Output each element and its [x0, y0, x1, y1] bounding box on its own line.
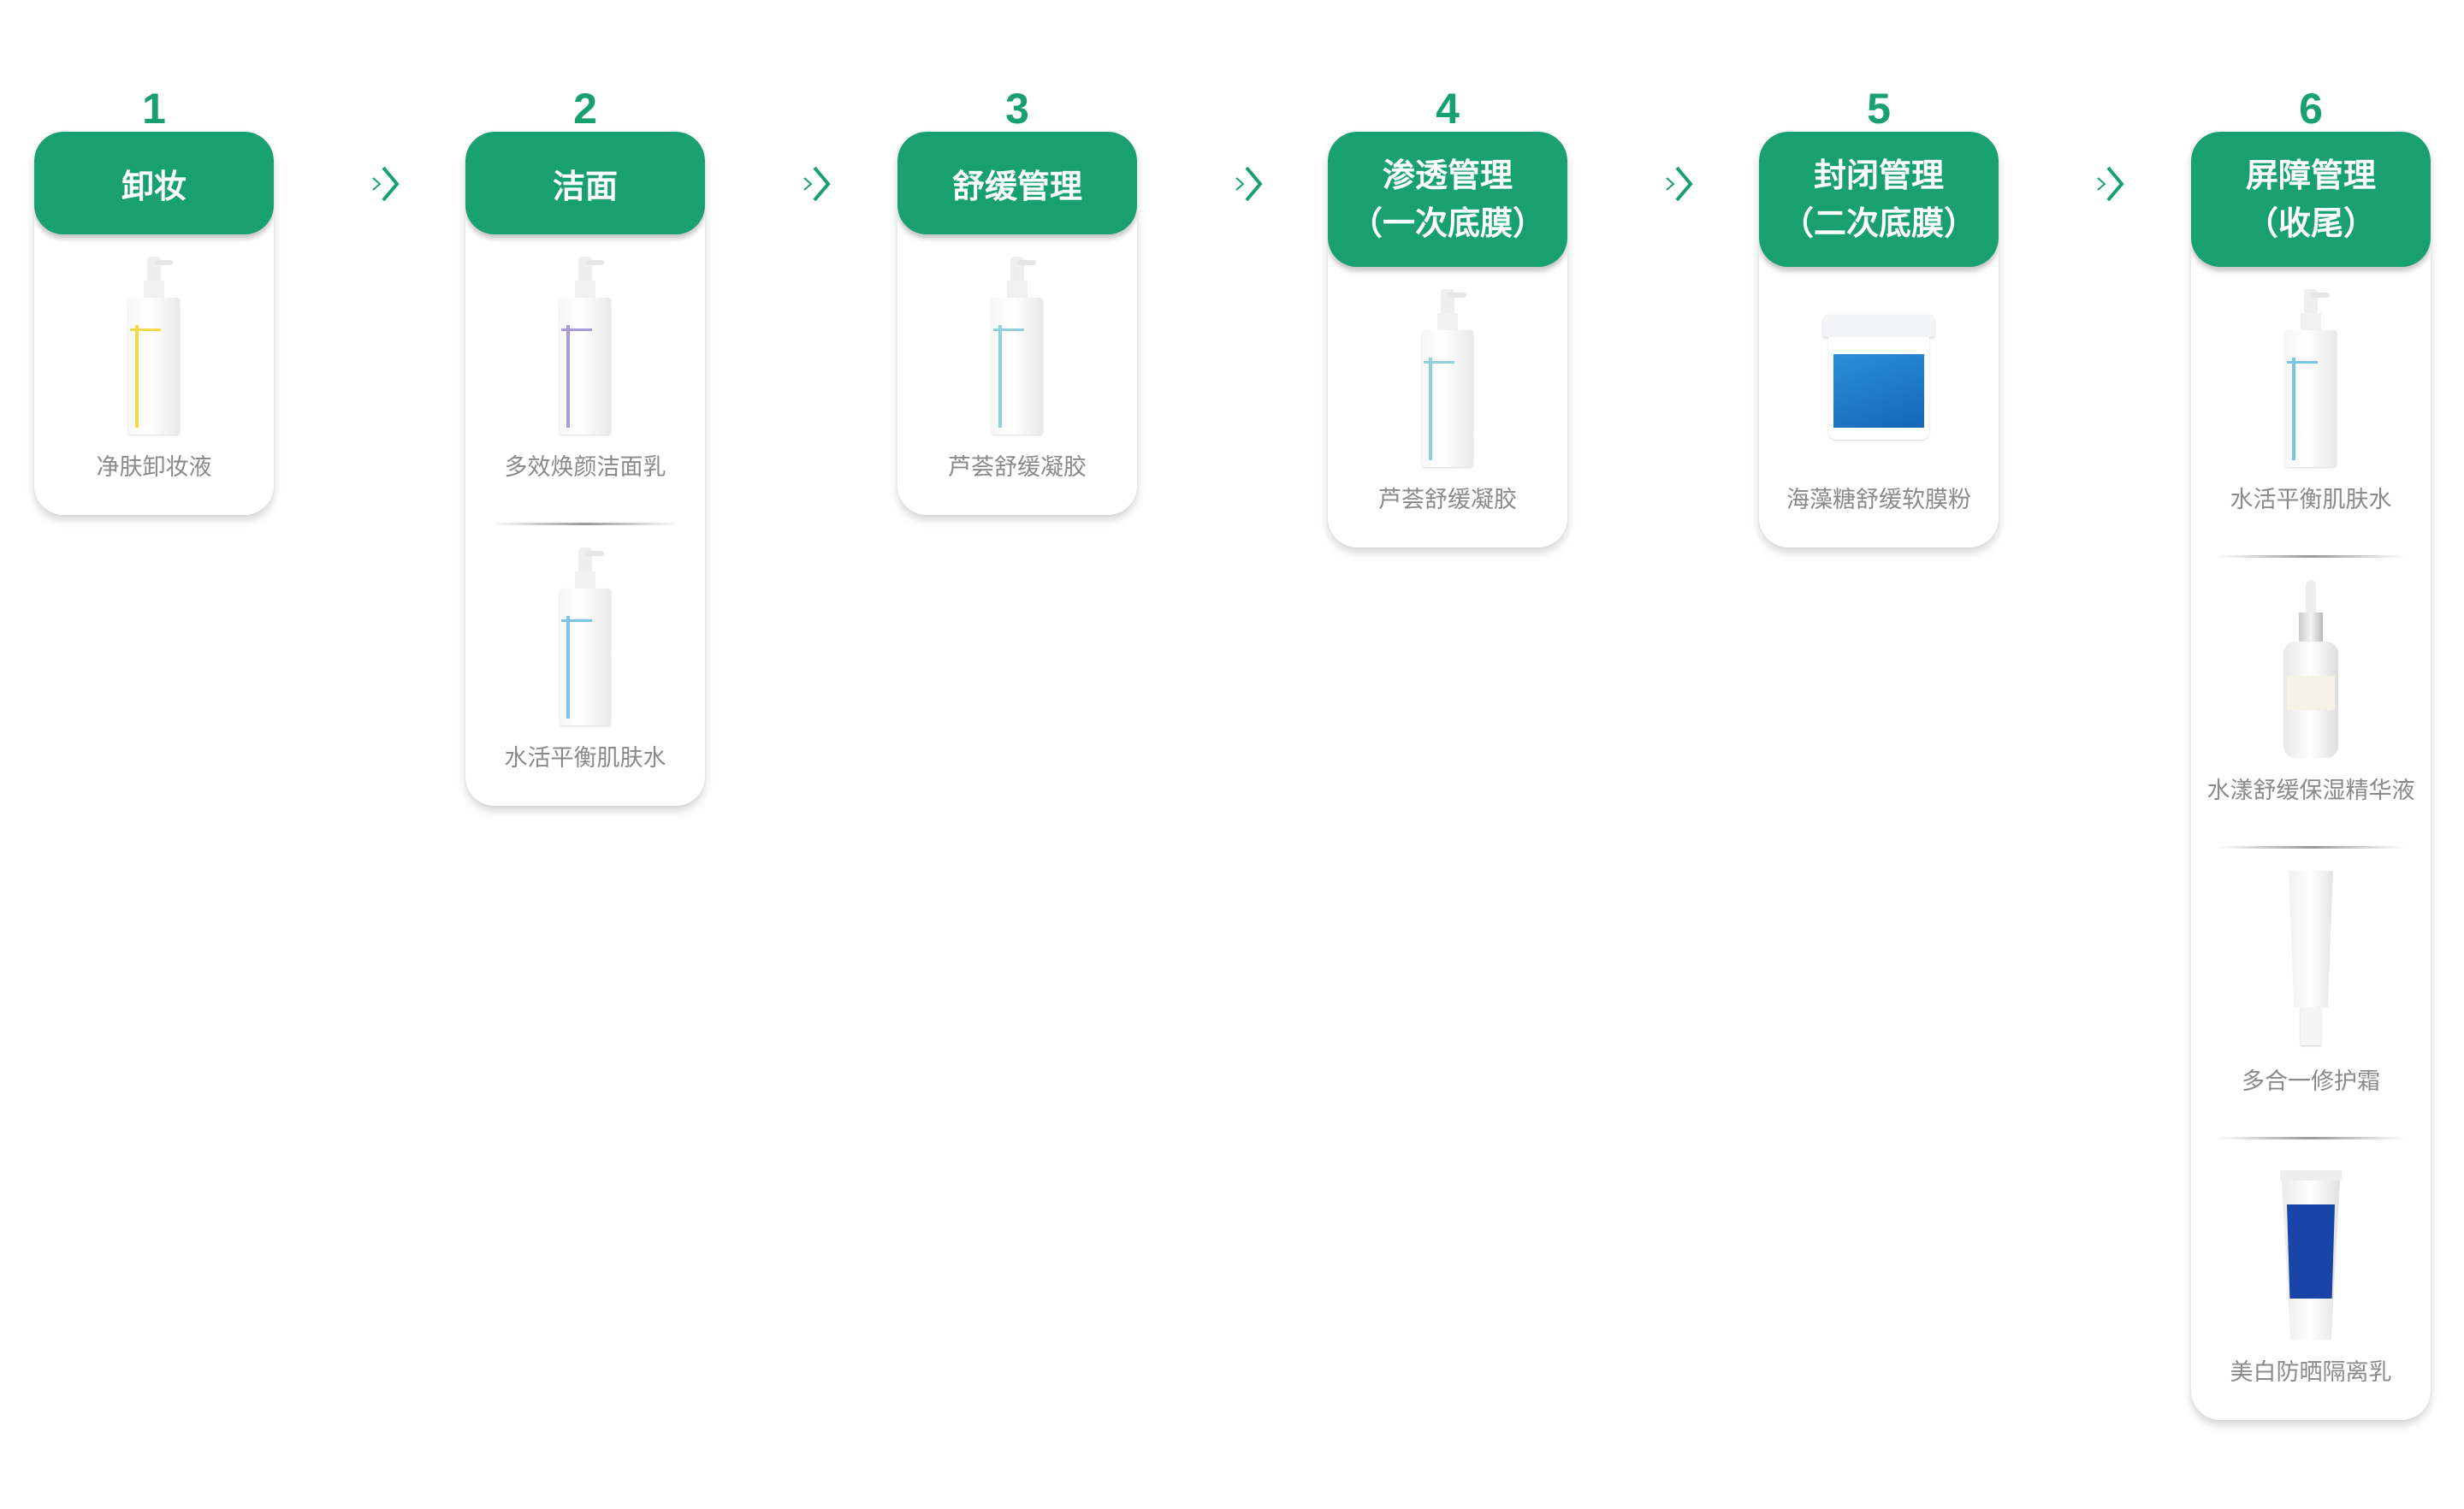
powder-tub-icon — [1759, 289, 1999, 469]
pump-bottle-purple-icon — [465, 257, 705, 436]
pump-bottle-blue-icon — [2191, 289, 2431, 469]
double-chevron-right-icon — [1231, 163, 1269, 205]
product-item: 芦荟舒缓凝胶 — [1328, 267, 1567, 547]
step-header: 屏障管理 （收尾） — [2191, 132, 2431, 267]
product-item: 芦荟舒缓凝胶 — [897, 234, 1137, 515]
divider — [2217, 1137, 2405, 1139]
step-number: 5 — [1867, 85, 1891, 133]
product-item: 多合一修护霜 — [2191, 849, 2431, 1139]
step-card: 洁面多效焕颜洁面乳水活平衡肌肤水 — [465, 132, 705, 806]
step-title-line: 屏障管理 — [2245, 157, 2376, 194]
step-header: 舒缓管理 — [897, 132, 1137, 234]
product-name: 海藻糖舒缓软膜粉 — [1786, 487, 1971, 513]
product-name: 芦荟舒缓凝胶 — [1378, 487, 1517, 513]
step-title-line: 渗透管理 — [1382, 157, 1513, 194]
step-header: 卸妆 — [34, 132, 274, 234]
step-number: 3 — [1005, 85, 1029, 133]
product-item: 美白防晒隔离乳 — [2191, 1139, 2431, 1420]
step-title-line: （二次底膜） — [1780, 204, 1976, 242]
divider — [491, 523, 679, 525]
double-chevron-right-icon — [368, 163, 406, 205]
pump-bottle-teal-icon — [1328, 289, 1567, 469]
step-title-line: 洁面 — [552, 167, 618, 205]
step-title-line: （一次底膜） — [1349, 204, 1545, 242]
product-name: 芦荟舒缓凝胶 — [948, 454, 1087, 481]
product-name: 水漾舒缓保湿精华液 — [2206, 778, 2415, 804]
product-item: 多效焕颜洁面乳 — [465, 234, 705, 525]
pump-bottle-blue-icon — [465, 547, 705, 727]
step-column: 6 屏障管理 （收尾） 水活平衡肌肤水水漾舒缓保湿精华液多合一修护霜美白防晒隔离乳 — [2191, 86, 2431, 1420]
step-number: 2 — [573, 85, 597, 133]
sunscreen-tube-icon — [2191, 1162, 2431, 1341]
step-card: 渗透管理 （一次底膜） 芦荟舒缓凝胶 — [1328, 132, 1567, 547]
step-header: 渗透管理 （一次底膜） — [1328, 132, 1567, 267]
step-card: 舒缓管理芦荟舒缓凝胶 — [897, 132, 1137, 515]
product-item: 海藻糖舒缓软膜粉 — [1759, 267, 1999, 547]
pump-bottle-teal-icon — [897, 257, 1137, 436]
divider — [2217, 846, 2405, 849]
product-item: 水活平衡肌肤水 — [465, 525, 705, 806]
step-column: 5 封闭管理 （二次底膜） 海藻糖舒缓软膜粉 — [1759, 86, 1999, 547]
step-title-line: 封闭管理 — [1813, 157, 1944, 194]
step-header: 洁面 — [465, 132, 705, 234]
step-card: 卸妆净肤卸妆液 — [34, 132, 274, 515]
product-item: 净肤卸妆液 — [34, 234, 274, 515]
step-number: 6 — [2299, 85, 2323, 133]
step-column: 4 渗透管理 （一次底膜） 芦荟舒缓凝胶 — [1328, 86, 1567, 547]
double-chevron-right-icon — [2093, 163, 2130, 205]
step-number: 1 — [142, 85, 166, 133]
step-header: 封闭管理 （二次底膜） — [1759, 132, 1999, 267]
pump-bottle-yellow-icon — [34, 257, 274, 436]
product-name: 水活平衡肌肤水 — [504, 745, 666, 772]
double-chevron-right-icon — [799, 163, 837, 205]
step-number: 4 — [1436, 85, 1460, 133]
dropper-bottle-icon — [2191, 580, 2431, 760]
step-card: 屏障管理 （收尾） 水活平衡肌肤水水漾舒缓保湿精华液多合一修护霜美白防晒隔离乳 — [2191, 132, 2431, 1420]
product-name: 多效焕颜洁面乳 — [504, 454, 666, 481]
step-title-line: 舒缓管理 — [951, 167, 1082, 205]
divider — [2217, 555, 2405, 558]
cream-tube-icon — [2191, 871, 2431, 1050]
product-item: 水漾舒缓保湿精华液 — [2191, 558, 2431, 849]
product-name: 多合一修护霜 — [2242, 1068, 2380, 1095]
product-name: 美白防晒隔离乳 — [2230, 1359, 2392, 1386]
step-card: 封闭管理 （二次底膜） 海藻糖舒缓软膜粉 — [1759, 132, 1999, 547]
step-title-line: 卸妆 — [121, 167, 187, 205]
double-chevron-right-icon — [1661, 163, 1699, 205]
product-name: 水活平衡肌肤水 — [2230, 487, 2392, 513]
product-item: 水活平衡肌肤水 — [2191, 267, 2431, 558]
product-name: 净肤卸妆液 — [96, 454, 212, 481]
step-title-line: （收尾） — [2245, 204, 2376, 242]
